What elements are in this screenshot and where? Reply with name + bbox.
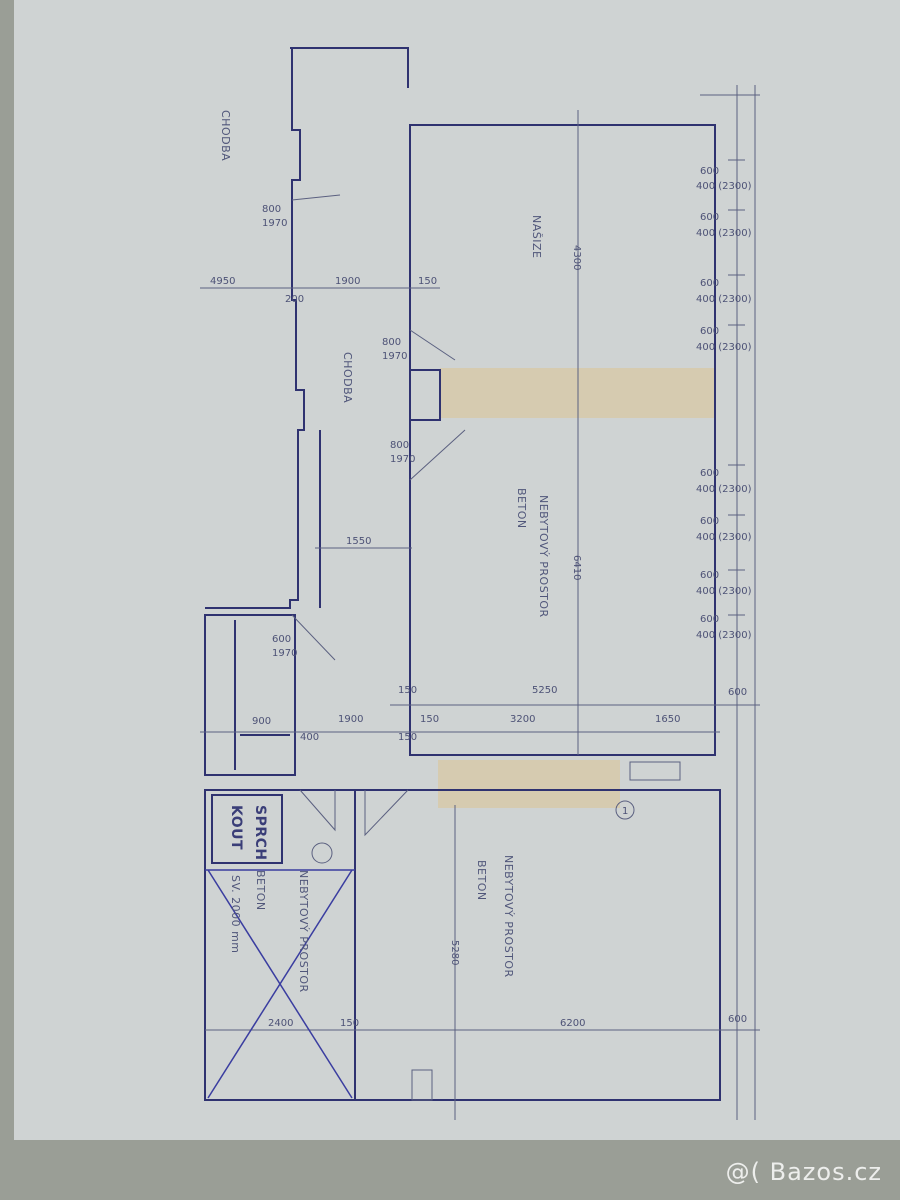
label-kout: KOUT bbox=[228, 805, 244, 850]
window-dims-6: 600 400 (2300) bbox=[696, 516, 752, 543]
svg-text:600: 600 bbox=[700, 212, 719, 223]
dim-150c: 150 bbox=[420, 714, 439, 725]
dim-1550: 1550 bbox=[346, 536, 371, 547]
svg-text:400 (2300): 400 (2300) bbox=[696, 294, 752, 305]
dim-150b: 150 bbox=[398, 685, 417, 696]
section-marker-circle bbox=[615, 800, 635, 820]
door-swing-5 bbox=[299, 789, 336, 832]
dim-800b: 800 bbox=[382, 337, 401, 348]
label-nebytovy-crossed: NEBYTOVÝ PROSTOR bbox=[297, 870, 310, 993]
window-dims-1: 600 400 (2300) bbox=[696, 166, 752, 192]
label-sprch: SPRCH bbox=[252, 805, 268, 861]
dim-6410: 6410 bbox=[571, 555, 582, 580]
label-nasize: NAŠIZE bbox=[530, 215, 543, 258]
dim-4300: 4300 bbox=[571, 245, 582, 270]
svg-text:600: 600 bbox=[700, 516, 719, 527]
section-marker-label: 1 bbox=[622, 806, 628, 817]
dim-150a: 150 bbox=[418, 276, 437, 287]
dim-3200: 3200 bbox=[510, 714, 535, 725]
svg-text:600: 600 bbox=[700, 278, 719, 289]
dim-150d: 150 bbox=[398, 732, 417, 743]
shower-box bbox=[211, 794, 283, 864]
wall-top-corridor bbox=[290, 47, 409, 88]
dim-4950: 4950 bbox=[210, 276, 235, 287]
svg-text:400 (2300): 400 (2300) bbox=[696, 532, 752, 543]
toilet-symbol bbox=[311, 842, 333, 864]
door-notch-lower bbox=[411, 1069, 433, 1101]
label-nebytovy-lower: NEBYTOVÝ PROSTOR bbox=[502, 855, 515, 978]
window-dims-8: 600 400 (2300) bbox=[696, 614, 752, 641]
window-dims-7: 600 400 (2300) bbox=[696, 570, 752, 597]
wall-main-inner-left bbox=[409, 125, 441, 755]
svg-text:600: 600 bbox=[700, 326, 719, 337]
cross-line-b bbox=[207, 869, 353, 1099]
dim-800c: 800 bbox=[390, 440, 409, 451]
door-swing-2 bbox=[409, 329, 456, 361]
dim-6200: 6200 bbox=[560, 1018, 585, 1029]
svg-text:400 (2300): 400 (2300) bbox=[696, 342, 752, 353]
door-swing-3 bbox=[409, 429, 466, 481]
dim-1970b: 1970 bbox=[382, 351, 407, 362]
window-dims-4: 600 400 (2300) bbox=[696, 326, 752, 353]
dim-800a: 800 bbox=[262, 204, 281, 215]
dim-1900b: 1900 bbox=[338, 714, 363, 725]
wall-main-hall bbox=[409, 124, 716, 756]
svg-text:600: 600 bbox=[700, 614, 719, 625]
dim-900: 900 bbox=[252, 716, 271, 727]
door-swing-4 bbox=[291, 614, 336, 661]
door-swing-1 bbox=[291, 194, 341, 201]
svg-text:400 (2300): 400 (2300) bbox=[696, 484, 752, 495]
fixture-box bbox=[629, 761, 681, 781]
dim-200: 200 bbox=[285, 294, 304, 305]
wall-bathroom-inner bbox=[234, 620, 290, 770]
wall-bathroom bbox=[204, 614, 296, 776]
dim-1900a: 1900 bbox=[335, 276, 360, 287]
paper-sheet bbox=[14, 0, 900, 1140]
dim-600b: 600 bbox=[272, 634, 291, 645]
dim-1650: 1650 bbox=[655, 714, 680, 725]
svg-text:600: 600 bbox=[700, 468, 719, 479]
tape-patch-lower bbox=[438, 760, 620, 808]
bazos-watermark: @( Bazos.cz bbox=[725, 1158, 882, 1186]
dim-600a: 600 bbox=[728, 687, 747, 698]
svg-text:400 (2300): 400 (2300) bbox=[696, 181, 752, 192]
svg-text:600: 600 bbox=[700, 166, 719, 177]
label-beton-upper: BETON bbox=[515, 488, 528, 529]
label-beton-crossed: BETON bbox=[254, 870, 267, 911]
dim-1970a: 1970 bbox=[262, 218, 287, 229]
label-chodba-top: CHODBA bbox=[219, 110, 232, 161]
wall-crossed-room bbox=[204, 789, 356, 1101]
wall-lower-hall bbox=[354, 789, 721, 1101]
dim-1970d: 1970 bbox=[272, 648, 297, 659]
window-dims-2: 600 400 (2300) bbox=[696, 212, 752, 239]
svg-text:600: 600 bbox=[700, 570, 719, 581]
label-beton-lower: BETON bbox=[475, 860, 488, 901]
svg-text:400 (2300): 400 (2300) bbox=[696, 586, 752, 597]
wall-left-corridor bbox=[205, 48, 305, 609]
label-nebytovy-upper: NEBYTOVÝ PROSTOR bbox=[537, 495, 550, 618]
window-dims-5: 600 400 (2300) bbox=[696, 468, 752, 495]
label-sv: SV. 2000 mm bbox=[229, 875, 242, 954]
label-chodba-mid: CHODBA bbox=[341, 352, 354, 403]
dim-5280: 5280 bbox=[449, 940, 460, 965]
dim-150e: 150 bbox=[340, 1018, 359, 1029]
dim-600c: 600 bbox=[728, 1014, 747, 1025]
window-marks bbox=[728, 159, 745, 616]
dim-1970c: 1970 bbox=[390, 454, 415, 465]
dim-5250: 5250 bbox=[532, 685, 557, 696]
door-swing-6 bbox=[364, 789, 409, 837]
svg-text:400 (2300): 400 (2300) bbox=[696, 228, 752, 239]
window-dims-3: 600 400 (2300) bbox=[696, 278, 752, 305]
dim-2400: 2400 bbox=[268, 1018, 293, 1029]
dim-400: 400 bbox=[300, 732, 319, 743]
svg-text:400 (2300): 400 (2300) bbox=[696, 630, 752, 641]
